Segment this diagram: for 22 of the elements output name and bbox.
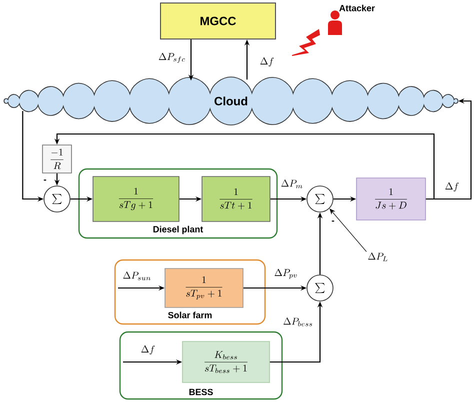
edge-label: $\Delta P_{sun}$ — [123, 272, 150, 280]
summing-junction: $\sum$ — [306, 186, 334, 212]
edge-label: $\Delta f$ — [260, 57, 274, 67]
transfer-function-block: $\frac{K_{bess}}{sT_{bess}+1}$ — [182, 341, 270, 383]
transfer-function-block: $\frac{1}{sTg+1}$ — [92, 176, 180, 222]
transfer-function-block: $\frac{1}{Js+D}$ — [356, 178, 426, 220]
edge-label: $\Delta f$ — [141, 345, 155, 355]
edge-label: $\Delta P_{sfc}$ — [158, 52, 185, 63]
edge-label: $\Delta P_{m}$ — [281, 180, 302, 188]
edge-label: $\Delta f$ — [445, 182, 459, 192]
summing-junction: $\sum$ — [44, 186, 70, 212]
edge-label: $\Delta P_{bess}$ — [283, 318, 312, 326]
label-text: Attacker — [339, 4, 375, 12]
sign-label: - — [44, 180, 46, 181]
edge-label: $\Delta P_{pv}$ — [274, 268, 297, 279]
sign-label: - — [332, 220, 334, 222]
controller-box: MGCC — [160, 2, 276, 40]
summing-junction: $\sum$ — [306, 274, 334, 302]
transfer-function-block: $\frac{1}{sTt+1}$ — [202, 176, 270, 222]
gain-block: $\frac{-1}{R}$ — [42, 144, 72, 174]
transfer-function-block: $\frac{1}{sT_{pv}+1}$ — [164, 268, 244, 308]
signal-label: $\Delta P_{L}$ — [368, 252, 388, 262]
